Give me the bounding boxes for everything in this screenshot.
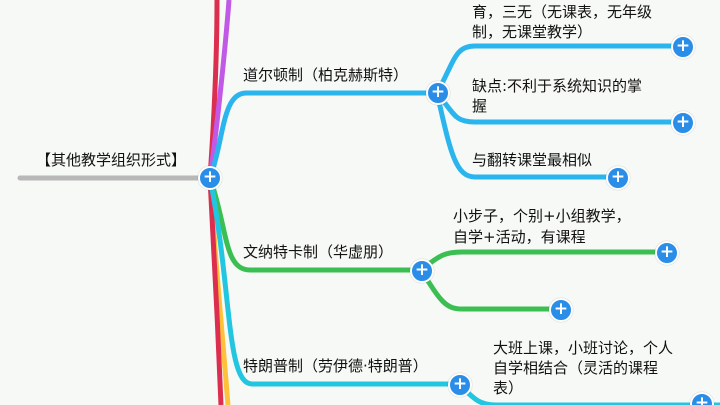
- branch-line-red-lower: [207, 177, 224, 405]
- plus-circle-icon: +: [659, 242, 675, 262]
- branch-line-purple: [207, 0, 232, 179]
- leaf-trump-1-expand-button[interactable]: +: [690, 392, 714, 405]
- plus-circle-icon: +: [202, 167, 218, 187]
- branch-trump-expand-button[interactable]: +: [448, 373, 472, 397]
- leaf-winnetka-1-expand-button[interactable]: +: [655, 241, 679, 265]
- leaf-winnetka-1-line-1: 小步子，个别+小组教学，: [453, 207, 631, 225]
- leaf-trump-1-line-1: 大班上课，小班讨论，个人: [493, 339, 674, 357]
- leaf-dalton-3-expand-button[interactable]: +: [606, 166, 630, 190]
- leaf-winnetka-1-line-2: 自学+活动，有课程: [453, 228, 586, 246]
- child-line-1-3: [434, 92, 617, 180]
- leaf-dalton-2-expand-button[interactable]: +: [671, 111, 695, 135]
- leaf-trump-1-line-3: 表）: [493, 379, 524, 397]
- plus-circle-icon: +: [430, 82, 446, 102]
- branch-line-blue: [207, 90, 437, 179]
- branch-label-winnetka: 文纳特卡制（华虚朋）: [243, 243, 394, 261]
- branch-label-dalton: 道尔顿制（柏克赫斯特）: [243, 66, 409, 84]
- plus-circle-icon: +: [675, 36, 691, 56]
- plus-circle-icon: +: [675, 112, 691, 132]
- leaf-dalton-1-expand-button[interactable]: +: [671, 35, 695, 59]
- plus-circle-icon: +: [694, 393, 710, 405]
- leaf-dalton-2-line-1: 缺点:不利于系统知识的掌: [472, 77, 643, 95]
- plus-circle-icon: +: [553, 299, 569, 319]
- leaf-dalton-1-line-1: 育，三无（无课表，无年级: [472, 3, 653, 21]
- branch-dalton-expand-button[interactable]: +: [426, 81, 450, 105]
- leaf-dalton-1-line-2: 制，无课堂教学）: [472, 23, 593, 41]
- branch-line-cyan: [207, 177, 459, 387]
- root-expand-button[interactable]: +: [198, 166, 222, 190]
- leaf-dalton-3-line-1: 与翻转课堂最相似: [472, 151, 593, 169]
- root-node-label: 【其他教学组织形式】: [36, 151, 187, 169]
- plus-circle-icon: +: [452, 374, 468, 394]
- plus-circle-icon: +: [414, 260, 430, 280]
- child-line-2-1: [419, 249, 666, 272]
- plus-circle-icon: +: [610, 167, 626, 187]
- branch-winnetka-expand-button[interactable]: +: [410, 259, 434, 283]
- branch-label-trump: 特朗普制（劳伊德·特朗普）: [243, 357, 428, 375]
- leaf-winnetka-2-expand-button[interactable]: +: [549, 298, 573, 322]
- leaf-dalton-2-line-2: 握: [472, 97, 488, 115]
- child-line-2-2: [418, 268, 560, 312]
- leaf-trump-1-line-2: 自学相结合（灵活的课程: [493, 359, 659, 377]
